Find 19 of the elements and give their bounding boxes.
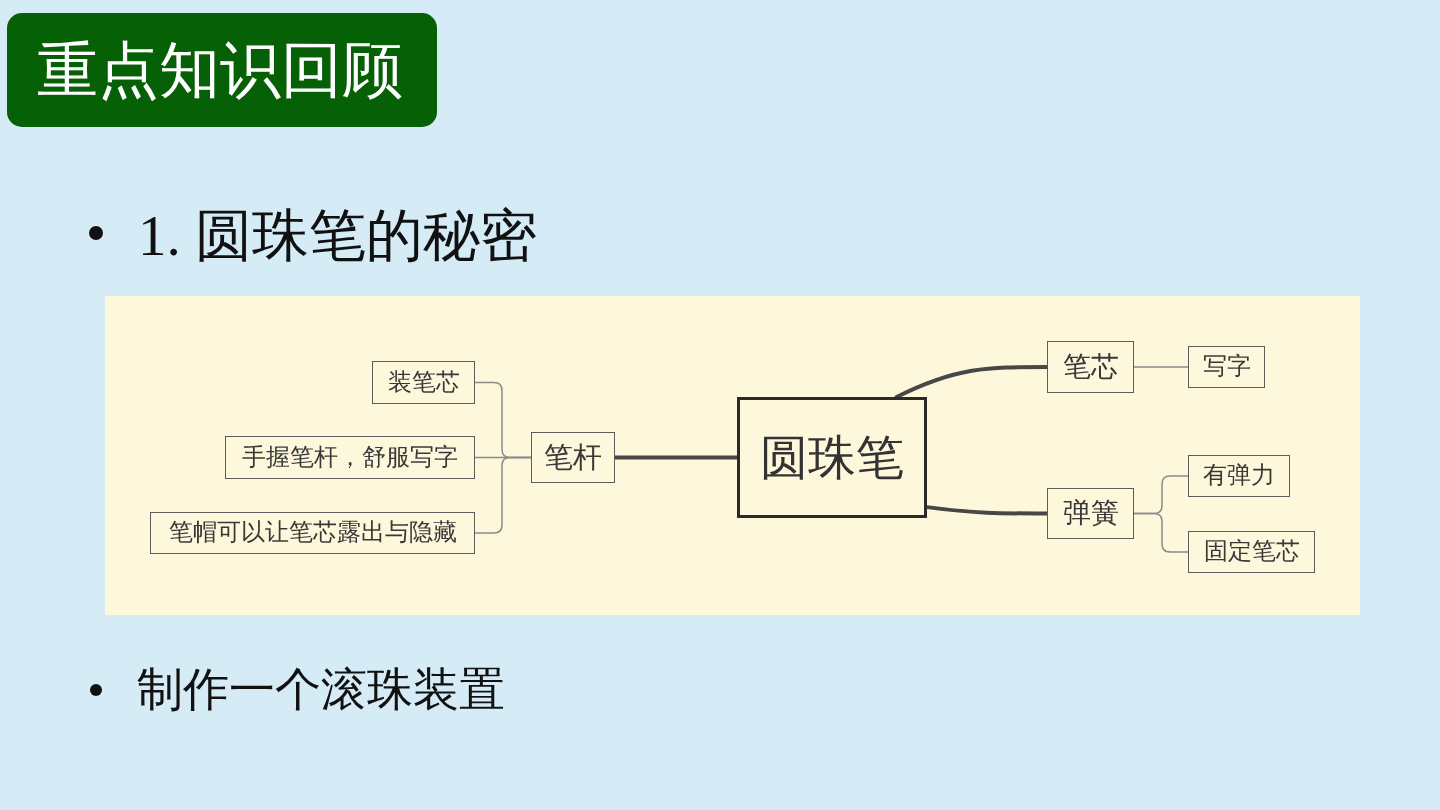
subtopic-box: 写字 (1188, 346, 1265, 388)
subtopic-box: 有弹力 (1188, 455, 1290, 497)
connector-line (1133, 366, 1189, 368)
subtopic-box: 固定笔芯 (1188, 531, 1315, 573)
topic-box: 弹簧 (1047, 488, 1134, 539)
subtopic-box: 笔帽可以让笔芯露出与隐藏 (150, 512, 475, 554)
heading-text: 1. 圆珠笔的秘密 (138, 203, 537, 269)
subtopic-box: 手握笔杆，舒服写字 (225, 436, 475, 479)
connector-line (925, 505, 1049, 516)
connector-line (1133, 512, 1189, 553)
topic-box: 笔杆 (531, 432, 615, 483)
connector-line (894, 365, 1049, 399)
subtopic-box: 装笔芯 (372, 361, 475, 404)
title-banner: 重点知识回顾 (7, 13, 437, 127)
topic-box: 笔芯 (1047, 341, 1134, 393)
central-topic-box: 圆珠笔 (737, 397, 927, 518)
bullet-text: 制作一个滚珠装置 (137, 662, 505, 718)
connector-line (613, 455, 739, 460)
connector-line (474, 456, 532, 534)
